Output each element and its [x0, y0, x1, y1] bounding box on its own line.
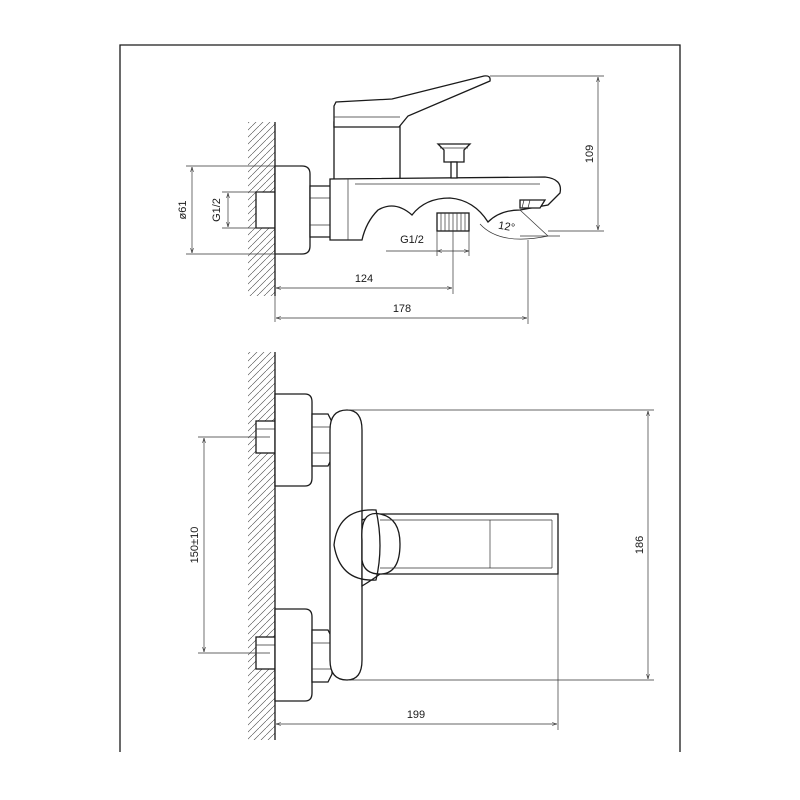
lever-handle: [333, 75, 491, 128]
dim-depth-total-label: 178: [393, 303, 411, 315]
dim-height-label: 109: [584, 145, 596, 163]
cartridge-body: [333, 121, 401, 181]
lever-cap-top: [361, 512, 401, 575]
top-view: 150±10 186 199: [189, 352, 654, 740]
dim-depth-inner-label: 124: [355, 273, 373, 285]
dim-angle-label: 12°: [497, 220, 515, 235]
escutcheon-side: [274, 165, 311, 255]
upper-hex-nut: [311, 413, 333, 467]
dim-outlet-thread-label: G1/2: [400, 234, 424, 246]
lever-disc-top: [333, 509, 381, 581]
inlet-pipe: [255, 191, 276, 229]
diverter-stem: [450, 161, 458, 179]
dim-inlet-thread-label: G1/2: [211, 198, 223, 222]
mixer-body-top: [329, 409, 363, 681]
dim-width-label: 186: [634, 536, 646, 554]
dim-diameter-label: ø61: [177, 201, 189, 220]
upper-escutcheon: [274, 393, 313, 487]
diverter-knob: [436, 143, 472, 163]
lower-escutcheon: [274, 608, 313, 702]
lower-hex-nut: [311, 629, 333, 683]
drawing-frame: [119, 44, 681, 752]
dim-depth-label: 199: [407, 709, 425, 721]
dim-centers-label: 150±10: [189, 527, 201, 564]
spout-tip: [519, 199, 547, 209]
side-view: 109 ø61 G1/2 G1/2 12° 124 178: [177, 75, 604, 324]
spout-body: [329, 176, 562, 241]
wall-hatch-top: [248, 352, 275, 740]
